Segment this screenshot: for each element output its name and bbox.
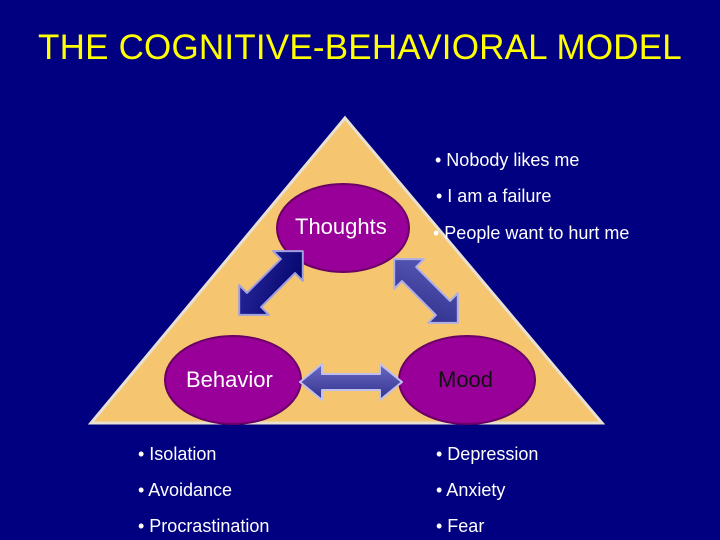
thoughts-label: Thoughts (295, 214, 387, 239)
behavior-label: Behavior (186, 367, 273, 392)
behavior-example-1: • Isolation (138, 444, 217, 464)
slide-title: THE COGNITIVE-BEHAVIORAL MODEL (38, 28, 682, 67)
behavior-example-3: • Procrastination (138, 516, 270, 536)
thoughts-mood-arrow (393, 258, 459, 324)
thought-example-2: • I am a failure (436, 186, 552, 206)
mood-example-3: • Fear (436, 516, 485, 536)
behavior-mood-arrow (299, 363, 403, 401)
thought-example-3: • People want to hurt me (433, 223, 630, 243)
thought-example-1: • Nobody likes me (435, 150, 580, 170)
thoughts-node (276, 183, 410, 273)
mood-label: Mood (438, 367, 494, 392)
mood-example-1: • Depression (436, 444, 539, 464)
behavior-example-2: • Avoidance (138, 480, 233, 500)
mood-example-2: • Anxiety (436, 480, 506, 500)
behavior-thoughts-arrow (238, 250, 304, 316)
